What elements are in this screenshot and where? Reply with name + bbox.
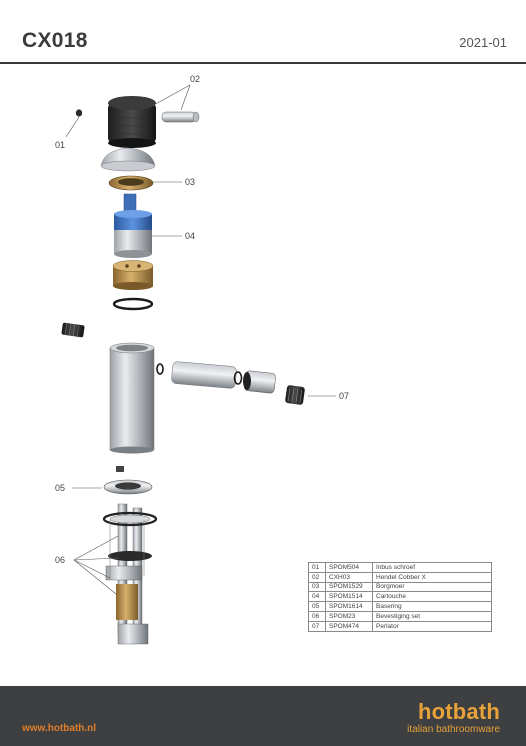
part-description: Borgmoer (372, 581, 492, 593)
part-description: Perlator (372, 620, 492, 632)
exploded-view-drawing: 01 02 03 04 (55, 74, 349, 645)
part-number: 04 (308, 591, 326, 603)
part-number: 01 (308, 562, 326, 573)
part-number: 03 (308, 581, 326, 593)
part-03-lock-nut: 03 (108, 175, 195, 191)
part-description: Cartouche (372, 591, 492, 603)
part-07-aerator: 07 (285, 385, 349, 405)
part-01-grub-screw: 01 (55, 109, 83, 150)
part-description: Bevestiging set (372, 610, 492, 622)
brand-logo: hotbath (417, 699, 500, 724)
tap-body (109, 342, 164, 454)
part-04-cartridge: 04 (114, 193, 195, 258)
part-description: Inbus schroef (372, 562, 492, 573)
part-code: SPOM1529 (325, 581, 373, 593)
page-header: CX018 2021-01 (0, 0, 526, 64)
part-description: Basering (372, 601, 492, 612)
threaded-insert (61, 322, 85, 338)
part-code: SPOM1614 (325, 601, 373, 612)
revision-date: 2021-01 (459, 35, 507, 50)
callout-05: 05 (55, 483, 65, 493)
callout-01: 01 (55, 140, 65, 150)
part-number: 06 (308, 610, 326, 622)
page-title: CX018 (22, 29, 88, 52)
part-code: SPOM504 (325, 562, 373, 573)
brand-tagline: italian bathroomware (407, 724, 500, 735)
part-code: CXH03 (325, 571, 373, 583)
o-ring (112, 297, 154, 311)
spout (171, 361, 276, 394)
part-06-mounting-set: 06 (55, 503, 158, 645)
part-number: 02 (308, 571, 326, 583)
part-02-handle: 02 (108, 74, 200, 148)
part-05-base-ring: 05 (55, 466, 153, 495)
callout-03: 03 (185, 177, 195, 187)
part-description: Hendel Cobber X (372, 571, 492, 583)
callout-02: 02 (190, 74, 200, 84)
callout-06: 06 (55, 555, 65, 565)
part-number: 07 (308, 620, 326, 632)
part-code: SPOM474 (325, 620, 373, 632)
part-number: 05 (308, 601, 326, 612)
part-code: SPOM1514 (325, 591, 373, 603)
callout-07: 07 (339, 391, 349, 401)
website-link[interactable]: www.hotbath.nl (22, 723, 97, 734)
cartridge-base (112, 260, 154, 290)
part-code: SPOM23 (325, 610, 373, 622)
chrome-cover-cap (100, 147, 156, 172)
callout-04: 04 (185, 231, 195, 241)
page-footer: www.hotbath.nl hotbath italian bathroomw… (0, 686, 526, 746)
